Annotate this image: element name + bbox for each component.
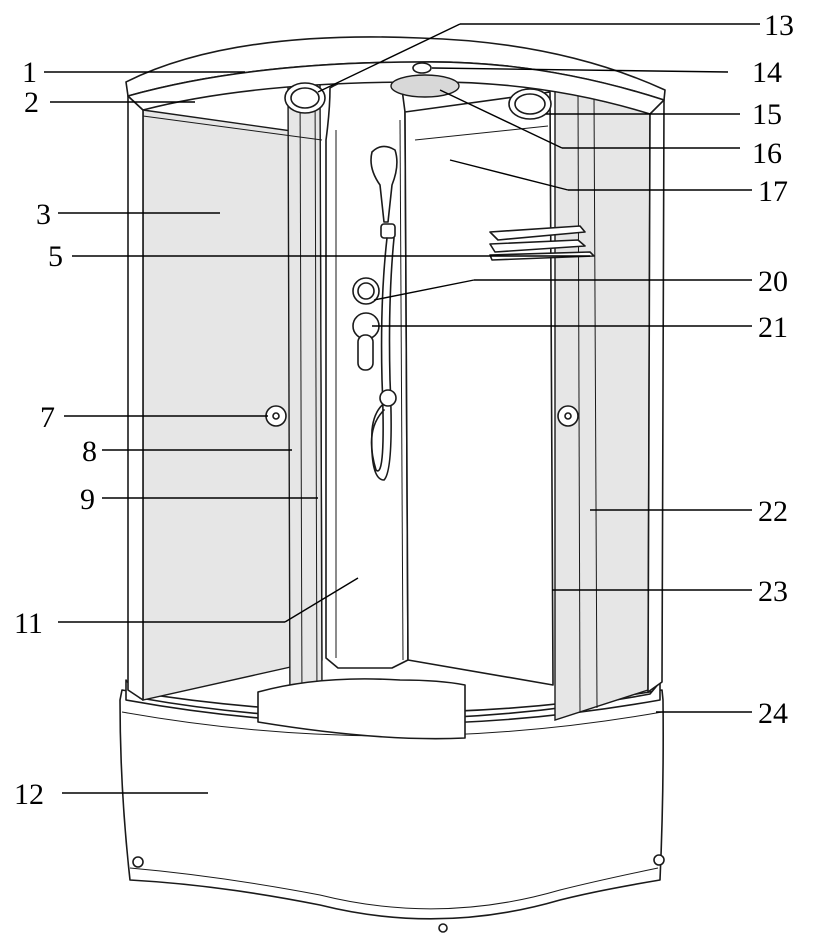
callout-17: 17	[758, 175, 788, 208]
leader-lines	[44, 23, 760, 794]
right-frame	[647, 99, 665, 693]
callout-11: 11	[14, 607, 43, 640]
right-back-wall	[404, 91, 554, 686]
left-frame	[127, 95, 144, 701]
callout-5: 5	[48, 240, 63, 273]
callout-13: 13	[764, 9, 794, 42]
callout-20: 20	[758, 265, 788, 298]
callout-3: 3	[36, 198, 51, 231]
tray-skirt	[119, 689, 665, 933]
callout-7: 7	[40, 401, 55, 434]
callout-21: 21	[758, 311, 788, 344]
callout-23: 23	[758, 575, 788, 608]
door-handles	[265, 405, 579, 427]
callout-14: 14	[752, 56, 782, 89]
left-sliding-door	[287, 75, 323, 720]
mixer-controls	[352, 277, 380, 371]
callouts: 1 2 3 5 7 8 9 11 12 13 14 15 16 17 20 21…	[14, 9, 794, 811]
callout-1: 1	[22, 56, 37, 89]
callout-24: 24	[758, 697, 788, 730]
callout-12: 12	[14, 778, 44, 811]
callout-15: 15	[752, 98, 782, 131]
right-glass-panel	[554, 89, 651, 721]
hand-shower	[370, 145, 398, 481]
seat	[257, 678, 466, 740]
roof	[125, 36, 666, 141]
callout-9: 9	[80, 483, 95, 516]
callout-2: 2	[24, 86, 39, 119]
callout-16: 16	[752, 137, 782, 170]
corner-shelves	[489, 225, 595, 261]
callout-22: 22	[758, 495, 788, 528]
callout-8: 8	[82, 435, 97, 468]
